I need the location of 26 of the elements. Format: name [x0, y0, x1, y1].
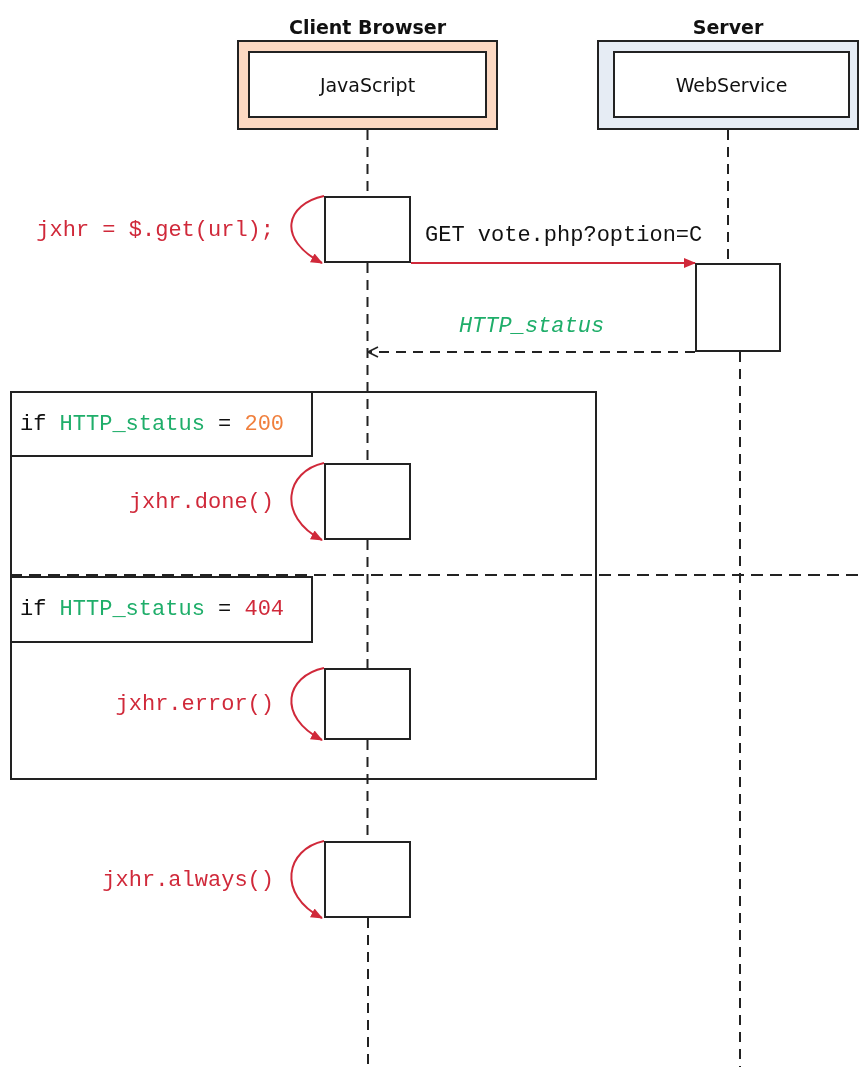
activation-bar	[324, 668, 411, 740]
self-call-arrow	[290, 462, 325, 541]
component-name: JavaScript	[319, 73, 416, 96]
guard-box	[10, 576, 313, 643]
self-call-arrow	[290, 195, 325, 264]
activation-bar	[695, 263, 781, 352]
guard-condition: if HTTP_status = 200	[20, 411, 285, 437]
lifeline	[739, 351, 741, 1067]
self-call-arrow	[290, 840, 325, 919]
message-arrow	[410, 258, 696, 268]
activation-bar	[324, 196, 411, 263]
alt-frame	[10, 391, 597, 780]
participant-title: Client Browser	[287, 16, 448, 38]
component-box	[248, 51, 487, 118]
activation-bar	[324, 463, 411, 540]
lifeline	[367, 917, 369, 1067]
message-label: GET vote.php?option=C	[423, 223, 705, 248]
participant-title: Server	[691, 16, 765, 38]
return-arrow	[367, 346, 696, 358]
lifeline	[366, 539, 369, 669]
guard-condition: if HTTP_status = 404	[20, 597, 285, 622]
guard-box	[10, 391, 313, 457]
self-call-arrow	[290, 667, 325, 741]
component-name: WebService	[675, 73, 788, 96]
component-box	[613, 51, 850, 118]
activation-bar	[324, 841, 411, 918]
